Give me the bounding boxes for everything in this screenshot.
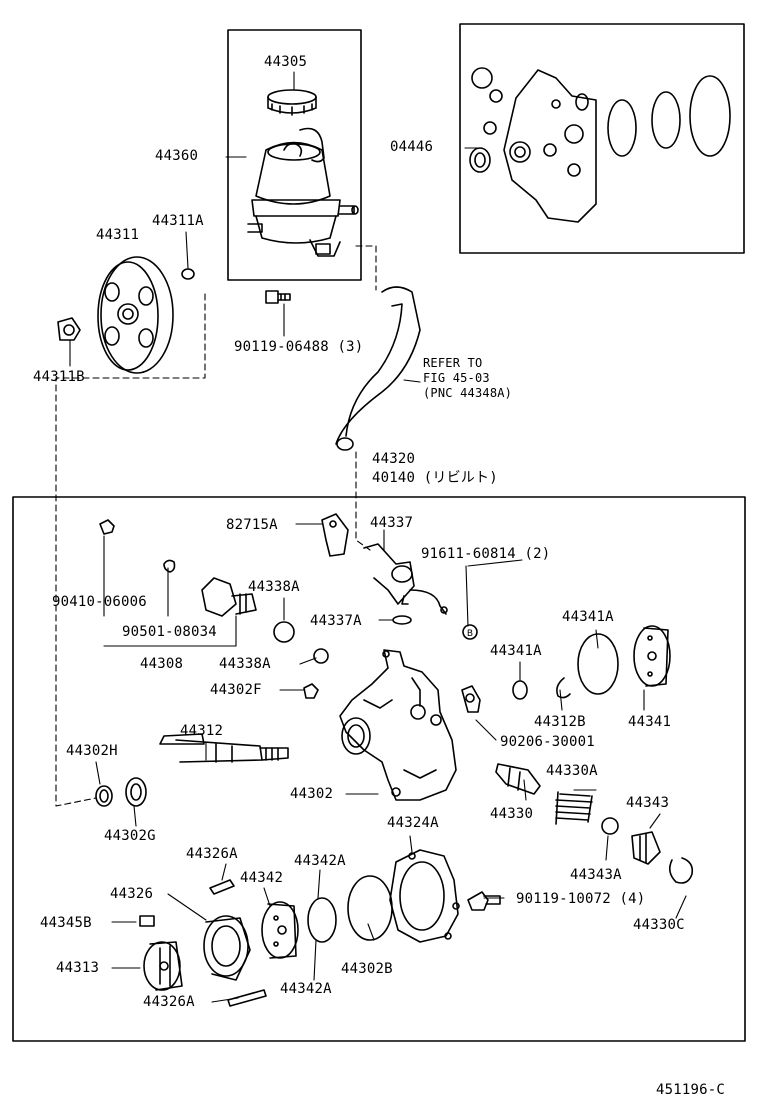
pulley	[97, 256, 174, 374]
label-44342a-top: 44342A	[294, 853, 346, 869]
snap-ring-44330c	[668, 857, 694, 884]
label-90410-06006: 90410-06006	[52, 594, 147, 610]
cam-ring-44326	[203, 915, 251, 981]
label-44360: 44360	[155, 148, 199, 164]
label-44313: 44313	[56, 960, 100, 976]
seal-44302h	[95, 785, 113, 807]
bolt-marker-glyph: B	[467, 629, 473, 639]
label-44326: 44326	[110, 886, 154, 902]
oring-44342a	[307, 897, 337, 943]
label-40140: 40140 (リビルト)	[372, 470, 498, 486]
pump-assembly-frame	[12, 496, 746, 1042]
pulley-key	[181, 268, 195, 280]
label-44311a: 44311A	[152, 213, 204, 229]
label-44324a: 44324A	[387, 815, 439, 831]
label-44302: 44302	[290, 786, 334, 802]
spring-44330a	[555, 791, 593, 825]
reservoir-bolt	[265, 290, 291, 304]
bolt-90119-10072	[467, 891, 501, 911]
bracket-82715a	[321, 513, 349, 557]
label-44341a-right: 44341A	[562, 609, 614, 625]
oring-44338a-top	[273, 621, 295, 643]
pin-44326a-bottom	[227, 989, 267, 1007]
gasket-kit-frame	[459, 23, 745, 254]
label-44342: 44342	[240, 870, 284, 886]
reservoir-frame	[227, 29, 362, 281]
shaft	[159, 733, 289, 763]
label-90206-30001: 90206-30001	[500, 734, 595, 750]
rotor-44313	[143, 941, 183, 991]
label-44305: 44305	[264, 54, 308, 70]
pulley-nut	[57, 317, 81, 341]
refer-line-3: (PNC 44348A)	[423, 386, 513, 400]
reservoir-cap	[267, 89, 317, 116]
label-44302h: 44302H	[66, 743, 118, 759]
label-44330c: 44330C	[633, 917, 685, 933]
plug-44302f	[303, 683, 319, 699]
oring-44341a-right	[577, 633, 619, 695]
vane-44345b	[139, 915, 155, 927]
label-44343: 44343	[626, 795, 670, 811]
label-44312: 44312	[180, 723, 224, 739]
label-82715a: 82715A	[226, 517, 278, 533]
label-44341: 44341	[628, 714, 672, 730]
reservoir-tank	[247, 127, 359, 257]
label-44311b: 44311B	[33, 369, 85, 385]
bolt-marker-circle	[462, 624, 478, 640]
label-44330: 44330	[490, 806, 534, 822]
label-44302f: 44302F	[210, 682, 262, 698]
refer-line-1: REFER TO	[423, 356, 483, 370]
connector-90206	[461, 685, 481, 713]
label-44320: 44320	[372, 451, 416, 467]
label-44338a-mid: 44338A	[219, 656, 271, 672]
label-44326a-bottom: 44326A	[143, 994, 195, 1010]
gasket-kit	[469, 67, 731, 223]
label-44338a-top: 44338A	[248, 579, 300, 595]
bearing-44302g	[125, 777, 147, 807]
label-44302g: 44302G	[104, 828, 156, 844]
label-44337: 44337	[370, 515, 414, 531]
label-44341a-left: 44341A	[490, 643, 542, 659]
label-44330a: 44330A	[546, 763, 598, 779]
diagram-id: 451196-C	[656, 1082, 726, 1098]
oring-44337a	[392, 615, 412, 625]
label-91611-60814: 91611-60814 (2)	[421, 546, 551, 562]
pump-housing	[339, 649, 457, 801]
label-04446: 04446	[390, 139, 434, 155]
oring-44343a	[601, 817, 619, 835]
label-44302b: 44302B	[341, 961, 393, 977]
label-44312b: 44312B	[534, 714, 586, 730]
label-90501-08034: 90501-08034	[122, 624, 217, 640]
flow-valve	[495, 763, 541, 795]
union-fitting	[363, 543, 448, 615]
label-90119-06488: 90119-06488 (3)	[234, 339, 364, 355]
control-valve-fitting	[201, 577, 257, 617]
pin-44326a-top	[209, 879, 235, 895]
label-44345b: 44345B	[40, 915, 92, 931]
refer-line-2: FIG 45-03	[423, 371, 490, 385]
label-44326a-top: 44326A	[186, 846, 238, 862]
label-90119-10072: 90119-10072 (4)	[516, 891, 646, 907]
pressure-plate-44342	[261, 901, 299, 959]
label-44343a: 44343A	[570, 867, 622, 883]
oring-44338a-mid	[313, 648, 329, 664]
plug-44343	[631, 831, 661, 865]
label-44337a: 44337A	[310, 613, 362, 629]
oring-44341a-left	[512, 680, 528, 700]
label-44311: 44311	[96, 227, 140, 243]
rear-housing-44324a	[389, 849, 460, 943]
snap-ring-44312b	[556, 677, 571, 699]
label-44342a-bottom: 44342A	[280, 981, 332, 997]
label-44308: 44308	[140, 656, 184, 672]
end-plate-44341	[633, 625, 671, 687]
return-hose	[335, 286, 421, 445]
